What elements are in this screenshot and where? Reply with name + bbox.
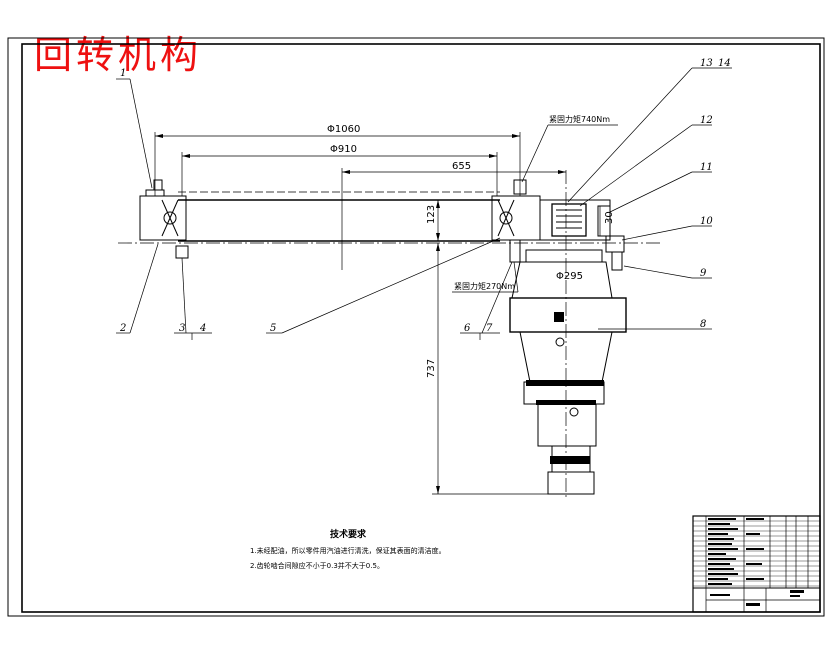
outer-border (7, 37, 825, 617)
balloon-3: 3 (179, 323, 185, 334)
torque-bottom-leader (513, 261, 519, 293)
torque-note-top: 紧固力矩740Nm (549, 114, 610, 124)
balloon-1: 1 (120, 68, 126, 79)
tech-line-2: 2.齿轮啮合间隙应不小于0.3并不大于0.5。 (250, 561, 384, 570)
balloon-9: 9 (700, 268, 707, 279)
balloon-13: 13 (700, 58, 713, 69)
balloon-10: 10 (700, 216, 713, 227)
dim-d1060: Φ1060 (327, 124, 360, 135)
balloon-6: 6 (464, 323, 471, 334)
balloon-8: 8 (700, 319, 706, 330)
dim-d737: 737 (426, 359, 437, 378)
balloon-5: 5 (270, 323, 276, 334)
tech-heading: 技术要求 (330, 528, 367, 540)
torque-top-leader (521, 124, 549, 183)
parts-list-text-marks (708, 518, 804, 606)
tech-line-1: 1.未经配油，所以零件用汽油进行清洗，保证其表面的清洁度。 (250, 546, 446, 555)
balloon-14: 14 (718, 58, 731, 69)
slewing-ring (118, 179, 660, 271)
torque-note-bottom: 紧固力矩270Nm (454, 281, 515, 291)
leader-lines (116, 67, 732, 340)
motor-bands (526, 312, 604, 464)
inner-border (21, 43, 821, 613)
balloon-11: 11 (700, 162, 713, 173)
dim-d910: Φ910 (330, 144, 357, 155)
dim-d655: 655 (452, 161, 471, 172)
parts-list-rows (693, 520, 820, 587)
balloon-12: 12 (700, 115, 713, 126)
balloon-2: 2 (119, 323, 126, 334)
dimension-lines (154, 132, 606, 495)
drawing-title: 回转机构 (34, 33, 203, 77)
dim-d295: Φ295 (556, 271, 583, 282)
dimension-arrows (155, 134, 566, 494)
dim-d123: 123 (426, 205, 437, 224)
balloon-4: 4 (199, 323, 206, 334)
dim-d30: 30 (604, 211, 615, 224)
title-block (692, 515, 821, 613)
balloon-7: 7 (486, 323, 493, 334)
